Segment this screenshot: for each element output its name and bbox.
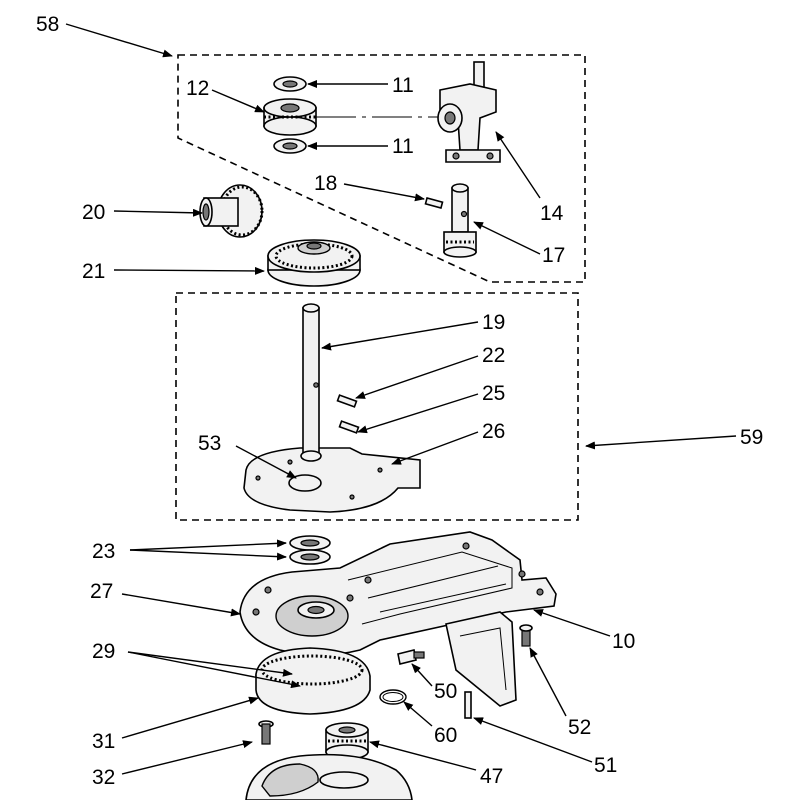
pin-18 — [424, 197, 444, 209]
gear-21 — [267, 239, 361, 287]
callout-20: 20 — [82, 201, 105, 224]
callout-12: 12 — [186, 77, 209, 100]
pinion-shaft-17 — [443, 183, 477, 258]
gear-housing-10 — [239, 531, 557, 707]
group-box-58 — [177, 54, 586, 283]
shaft-19 — [300, 303, 322, 462]
callout-53: 53 — [198, 432, 221, 455]
callout-51: 51 — [594, 754, 617, 777]
leader-lines — [65, 23, 737, 775]
callout-21: 21 — [82, 260, 105, 283]
bracket-14 — [437, 61, 501, 163]
callout-11-bottom: 11 — [392, 135, 414, 158]
callout-58: 58 — [36, 13, 59, 36]
callout-52: 52 — [568, 716, 591, 739]
callout-10: 10 — [612, 630, 635, 653]
callout-47: 47 — [480, 765, 503, 788]
bottom-cover — [245, 753, 413, 800]
gear-12 — [263, 98, 317, 136]
callout-19: 19 — [482, 311, 505, 334]
callout-29: 29 — [92, 640, 115, 663]
callout-50: 50 — [434, 680, 457, 703]
callout-26: 26 — [482, 420, 505, 443]
callout-18: 18 — [314, 172, 337, 195]
screw-50 — [397, 649, 425, 665]
callout-25: 25 — [482, 382, 505, 405]
pinion-47 — [325, 722, 369, 760]
screw-32 — [258, 720, 274, 745]
pin-51 — [464, 691, 472, 719]
callout-32: 32 — [92, 766, 115, 789]
bevel-gear-20 — [199, 184, 264, 238]
callout-labels: 58 12 11 11 14 18 17 20 21 19 22 25 26 5… — [36, 13, 763, 789]
callout-22: 22 — [482, 344, 505, 367]
callout-23: 23 — [92, 540, 115, 563]
callout-27: 27 — [90, 580, 113, 603]
group-box-59 — [175, 292, 579, 521]
callout-14: 14 — [540, 202, 564, 225]
washer-11-top — [273, 76, 307, 92]
callout-59: 59 — [740, 426, 763, 449]
pin-25 — [338, 420, 360, 434]
callout-11-top: 11 — [392, 74, 414, 97]
washers-23 — [289, 535, 331, 565]
pin-22 — [336, 394, 358, 408]
retaining-ring-60 — [379, 689, 407, 705]
callout-17: 17 — [542, 244, 565, 267]
washer-11-bottom — [273, 138, 307, 154]
callout-31: 31 — [92, 730, 115, 753]
screw-52 — [519, 624, 533, 647]
callout-60: 60 — [434, 724, 457, 747]
gasket-26 — [243, 447, 421, 513]
